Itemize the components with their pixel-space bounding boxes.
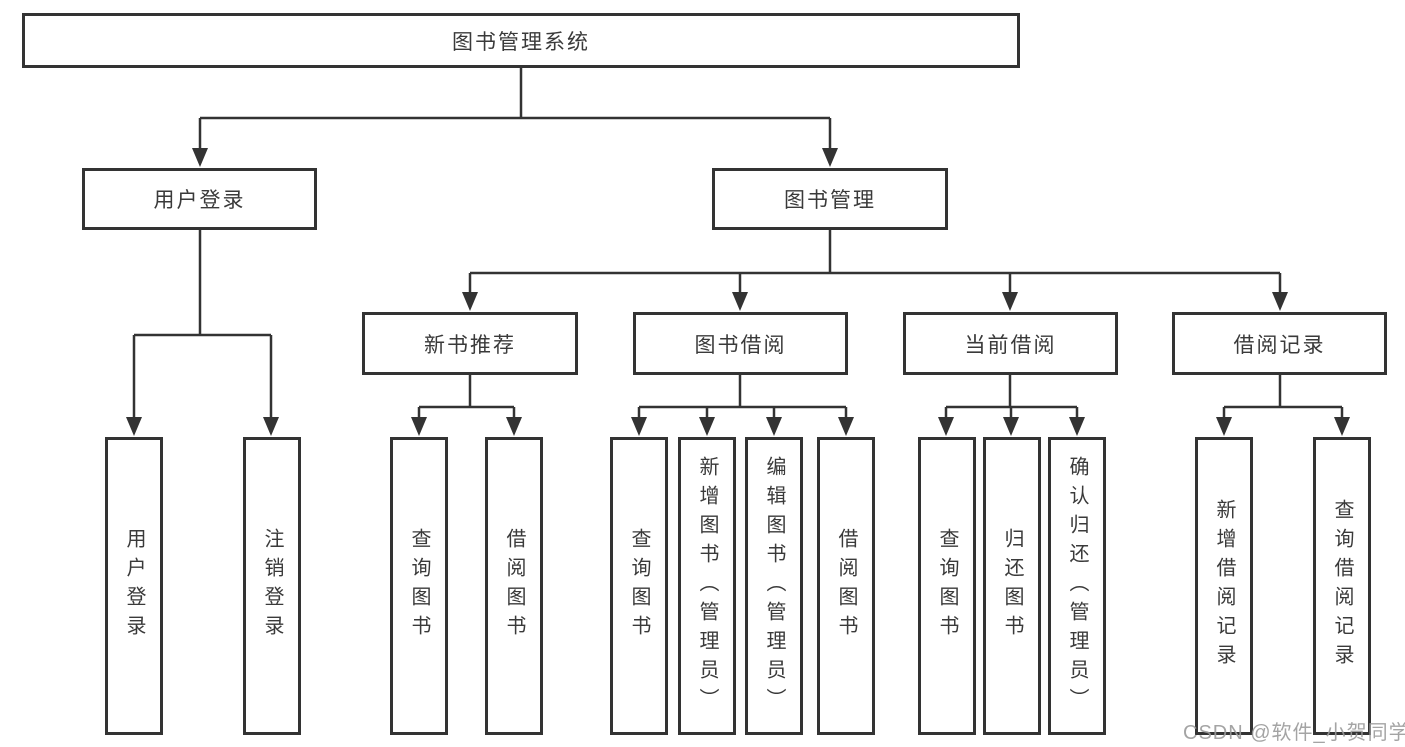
node-label: 图书借阅 — [694, 333, 787, 357]
csdn-watermark: CSDN @软件_小贺同学 — [1183, 722, 1405, 744]
node-library-management-system: 图书管理系统 — [22, 13, 1020, 68]
node-book-management: 图书管理 — [712, 168, 948, 230]
node-label: 借阅图书 — [503, 528, 525, 644]
node-book-borrowing: 图书借阅 — [633, 312, 848, 375]
node-label: 查询图书 — [936, 528, 958, 644]
node-label: 确认归还（管理员） — [1066, 455, 1088, 717]
leaf-query-books-current: 查询图书 — [918, 437, 976, 735]
node-label: 借阅记录 — [1233, 333, 1326, 357]
node-label: 新增借阅记录 — [1213, 499, 1235, 673]
leaf-confirm-return-admin: 确认归还（管理员） — [1048, 437, 1106, 735]
node-label: 归还图书 — [1001, 528, 1023, 644]
leaf-borrow-books: 借阅图书 — [817, 437, 875, 735]
node-label: 查询图书 — [408, 528, 430, 644]
node-label: 新书推荐 — [424, 333, 516, 357]
leaf-return-books: 归还图书 — [983, 437, 1041, 735]
node-current-borrowing: 当前借阅 — [903, 312, 1118, 375]
node-label: 新增图书（管理员） — [696, 455, 718, 717]
node-label: 图书管理 — [784, 189, 876, 212]
leaf-add-books-admin: 新增图书（管理员） — [678, 437, 736, 735]
leaf-query-borrow-record: 查询借阅记录 — [1313, 437, 1371, 735]
node-label: 用户登录 — [123, 528, 145, 644]
node-user-login: 用户登录 — [82, 168, 317, 230]
node-new-book-recommend: 新书推荐 — [362, 312, 578, 375]
leaf-user-login: 用户登录 — [105, 437, 163, 735]
leaf-borrow-books-recommend: 借阅图书 — [485, 437, 543, 735]
leaf-query-books-recommend: 查询图书 — [390, 437, 448, 735]
node-label: 当前借阅 — [964, 333, 1057, 357]
node-label: 查询图书 — [628, 528, 650, 644]
node-label: 编辑图书（管理员） — [763, 455, 785, 717]
leaf-add-borrow-record: 新增借阅记录 — [1195, 437, 1253, 735]
node-label: 查询借阅记录 — [1331, 499, 1353, 673]
leaf-query-books-borrow: 查询图书 — [610, 437, 668, 735]
node-label: 借阅图书 — [835, 528, 857, 644]
node-label: 注销登录 — [261, 528, 283, 644]
node-label: 图书管理系统 — [452, 30, 590, 54]
node-borrowing-records: 借阅记录 — [1172, 312, 1387, 375]
leaf-edit-books-admin: 编辑图书（管理员） — [745, 437, 803, 735]
node-label: 用户登录 — [153, 189, 246, 212]
leaf-logout: 注销登录 — [243, 437, 301, 735]
